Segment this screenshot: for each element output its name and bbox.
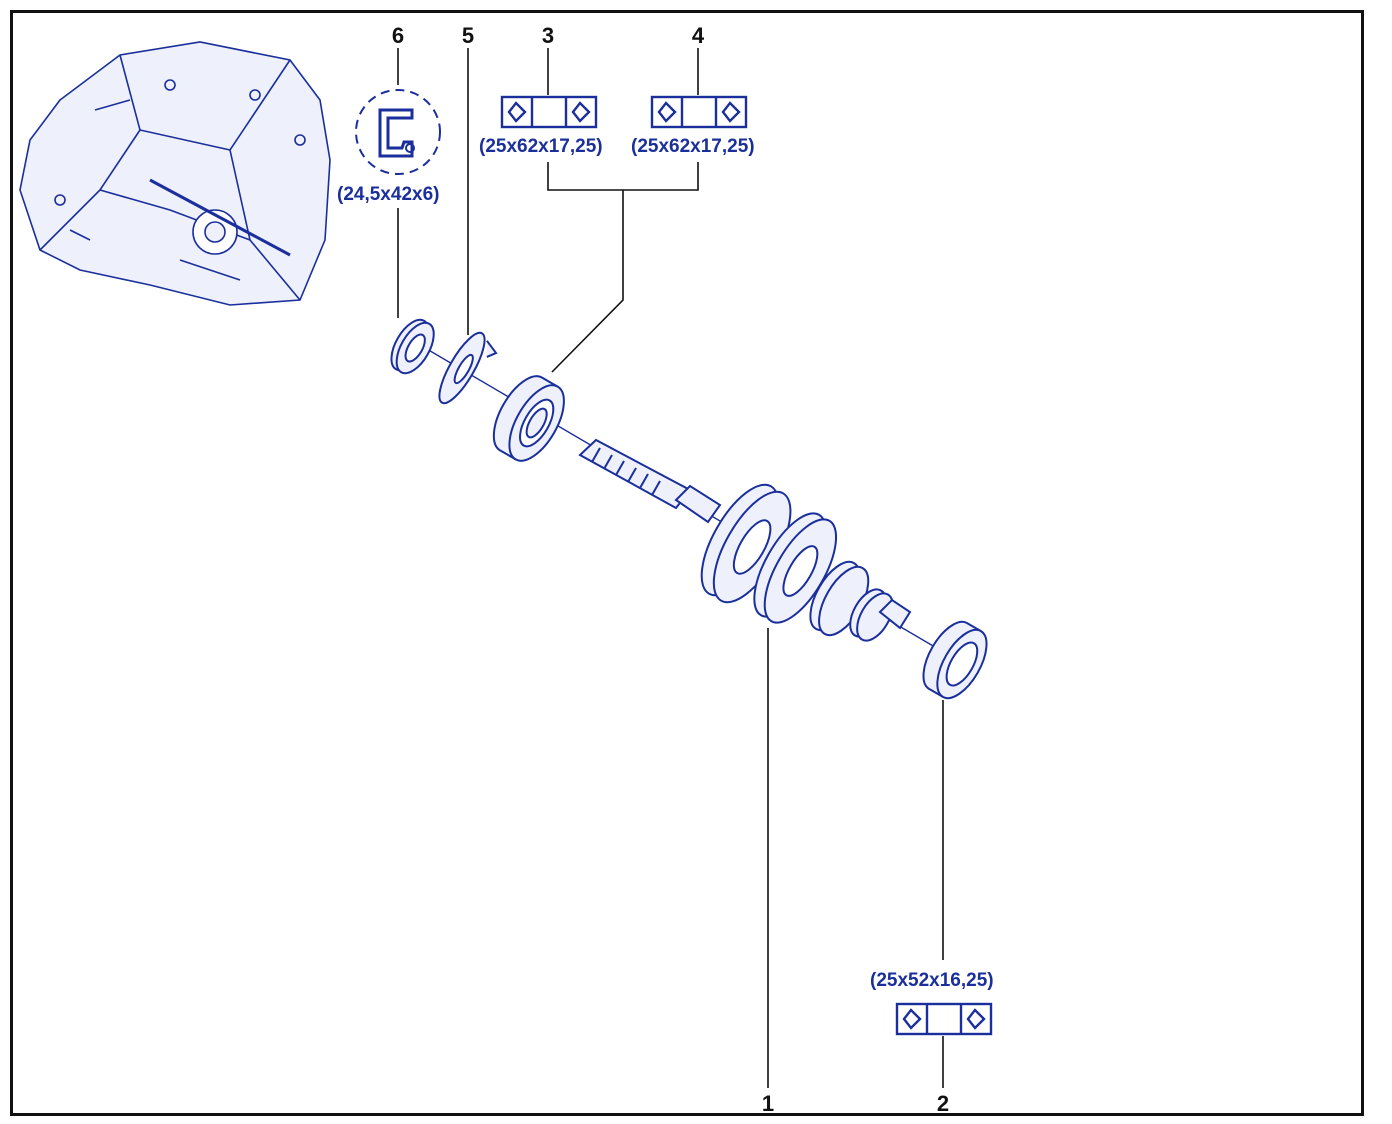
oil-seal-part bbox=[390, 318, 435, 375]
ball-bearing-symbol-icon-4 bbox=[650, 95, 748, 129]
callout-2: 2 bbox=[936, 1091, 950, 1116]
dimension-bearing-4: (25x62x17,25) bbox=[631, 136, 755, 157]
ball-bearing-symbol-icon-2 bbox=[895, 1002, 993, 1036]
dimension-bearing-2: (25x52x16,25) bbox=[870, 970, 994, 991]
gearbox-housing-thumbnail bbox=[19, 41, 331, 306]
dimension-seal-6: (24,5x42x6) bbox=[337, 184, 440, 205]
input-shaft-part bbox=[578, 438, 912, 642]
callout-4: 4 bbox=[691, 23, 705, 48]
ball-bearing-part-2 bbox=[922, 620, 988, 700]
ball-bearing-part-3-4 bbox=[492, 375, 565, 462]
callout-1: 1 bbox=[761, 1091, 775, 1116]
dimension-bearing-3: (25x62x17,25) bbox=[479, 136, 603, 157]
diagram-frame bbox=[10, 10, 1364, 1116]
ball-bearing-symbol-icon-3 bbox=[500, 95, 598, 129]
oil-seal-icon bbox=[355, 89, 441, 175]
callout-5: 5 bbox=[461, 23, 475, 48]
thrust-washer-part bbox=[438, 331, 498, 405]
leader-lines bbox=[397, 48, 944, 1088]
callout-3: 3 bbox=[541, 23, 555, 48]
callout-6: 6 bbox=[391, 23, 405, 48]
